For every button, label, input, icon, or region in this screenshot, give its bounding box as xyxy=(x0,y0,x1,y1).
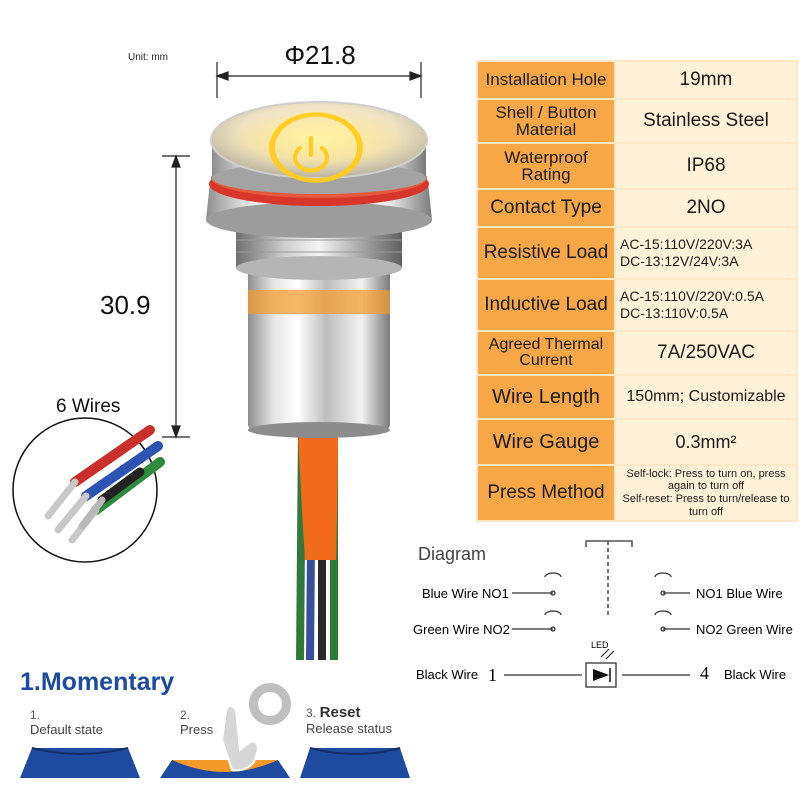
pin-right-number: 4 xyxy=(700,663,709,683)
spec-row: Wire Gauge 0.3mm² xyxy=(476,418,798,466)
button-reset-state xyxy=(300,747,410,778)
unit-label: Unit: mm xyxy=(128,52,168,63)
spec-value: IP68 xyxy=(614,142,798,190)
step-label: Default state xyxy=(30,722,103,737)
spec-label: Press Method xyxy=(476,464,616,522)
led-ring xyxy=(269,112,363,183)
wiring-diagram: Blue Wire NO1 NO1 Blue Wire Green Wire N… xyxy=(413,540,793,688)
step-number: 3. xyxy=(306,706,317,720)
spec-value: Stainless Steel xyxy=(614,98,798,144)
spec-label: Wire Gauge xyxy=(476,418,616,466)
spec-value: Self-lock: Press to turn on, press again… xyxy=(614,464,798,522)
spec-value-line: Self-reset: Press to turn/release to tur… xyxy=(622,493,790,518)
spec-label: Agreed Thermal Current xyxy=(476,330,616,376)
button-default-state xyxy=(20,747,140,778)
step-label: Press xyxy=(180,722,214,737)
spec-row: Resistive Load AC-15:110V/220V:3A DC-13:… xyxy=(476,226,798,280)
spec-value: AC-15:110V/220V:0.5A DC-13:110V:0.5A xyxy=(614,278,798,332)
spec-row: Waterproof Rating IP68 xyxy=(476,142,798,190)
spec-value: 2NO xyxy=(614,188,798,228)
width-dimension-line xyxy=(215,62,423,98)
step-press: 2. Press xyxy=(180,708,213,737)
spec-row: Shell / Button Material Stainless Steel xyxy=(476,98,798,144)
spec-value-line: AC-15:110V/220V:3A xyxy=(620,235,753,252)
spec-label: Contact Type xyxy=(476,188,616,228)
press-hand-icon xyxy=(220,681,293,772)
led-label: LED xyxy=(591,640,609,650)
power-icon xyxy=(293,136,329,173)
switch-body xyxy=(248,262,390,438)
spec-label: Shell / Button Material xyxy=(476,98,616,144)
green-wire-right-label: NO2 Green Wire xyxy=(696,622,793,637)
blue-wire-right-label: NO1 Blue Wire xyxy=(696,586,783,601)
spec-row: Contact Type 2NO xyxy=(476,188,798,228)
step-number: 2. xyxy=(180,708,191,722)
spec-table: Installation Hole 19mm Shell / Button Ma… xyxy=(476,60,798,522)
step-title: Reset xyxy=(319,704,361,721)
step-reset: 3. Reset Release status xyxy=(306,704,392,736)
spec-label: Inductive Load xyxy=(476,278,616,332)
wire-closeup xyxy=(12,417,165,563)
spec-value: 7A/250VAC xyxy=(614,330,798,376)
blue-wire-left-label: Blue Wire NO1 xyxy=(422,586,509,601)
step-label: Release status xyxy=(306,721,392,736)
spec-label: Resistive Load xyxy=(476,226,616,280)
step-default: 1. Default state xyxy=(30,708,103,737)
spec-value: AC-15:110V/220V:3A DC-13:12V/24V:3A xyxy=(614,226,798,280)
spec-row: Press Method Self-lock: Press to turn on… xyxy=(476,464,798,522)
wires-title: 6 Wires xyxy=(56,396,121,417)
black-wire-left-label: Black Wire xyxy=(416,667,478,682)
product-illustration xyxy=(12,62,432,661)
button-head xyxy=(210,101,428,194)
spec-row: Installation Hole 19mm xyxy=(476,60,798,100)
wire-bundle xyxy=(296,420,340,661)
step-number: 1. xyxy=(30,708,41,722)
spec-row: Wire Length 150mm; Customizable xyxy=(476,374,798,420)
led-diode-icon xyxy=(593,648,615,682)
green-wire-left-label: Green Wire NO2 xyxy=(413,622,510,637)
button-press-state xyxy=(160,760,290,778)
spec-value: 0.3mm² xyxy=(614,418,798,466)
spec-value-line: AC-15:110V/220V:0.5A xyxy=(620,287,764,304)
spec-value-line: DC-13:110V:0.5A xyxy=(620,305,729,321)
momentary-title: 1.Momentary xyxy=(20,668,175,696)
spec-row: Inductive Load AC-15:110V/220V:0.5A DC-1… xyxy=(476,278,798,332)
momentary-illustration xyxy=(20,681,410,778)
spec-value: 150mm; Customizable xyxy=(614,374,798,420)
spec-value-line: DC-13:12V/24V:3A xyxy=(620,253,739,269)
spec-label: Installation Hole xyxy=(476,60,616,100)
pin-left-number: 1 xyxy=(488,665,497,685)
height-dimension-line xyxy=(162,154,190,439)
spec-row: Agreed Thermal Current 7A/250VAC xyxy=(476,330,798,376)
spec-value: 19mm xyxy=(614,60,798,100)
width-dimension: Φ21.8 xyxy=(284,40,356,70)
spec-label: Wire Length xyxy=(476,374,616,420)
spec-value-line: Self-lock: Press to turn on, press again… xyxy=(626,467,786,493)
diagram-title: Diagram xyxy=(418,544,487,564)
black-wire-right-label: Black Wire xyxy=(724,667,786,682)
height-dimension: 30.9 xyxy=(100,290,151,320)
spec-label: Waterproof Rating xyxy=(476,142,616,190)
